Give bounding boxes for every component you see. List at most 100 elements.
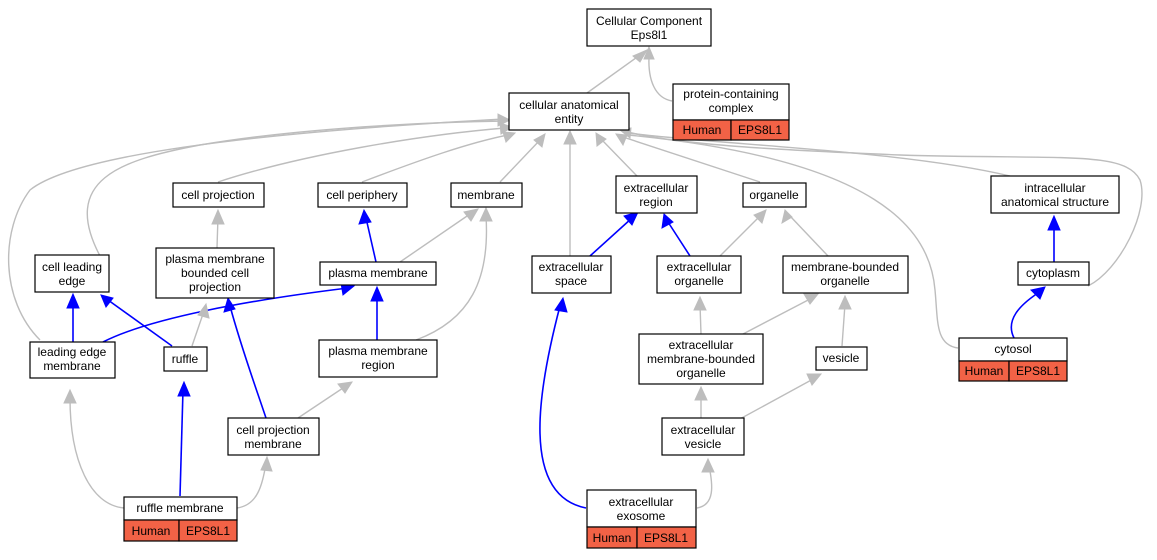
- node-label-line2: membrane: [244, 437, 302, 451]
- edge-exosome-to-exspace: [539, 305, 587, 509]
- arrow-membrane-b: [479, 206, 493, 222]
- node-cell-projection-membrane[interactable]: cell projection membrane: [227, 417, 320, 456]
- arrow-pmboundedproj-blue: [223, 296, 236, 313]
- arrow-pmboundedproj: [197, 302, 210, 319]
- edge-exregion-to-cae: [601, 139, 638, 177]
- gene-label: EPS8L1: [1016, 364, 1060, 378]
- arrowheads: [63, 45, 1061, 473]
- arrow-cellleadingedge-b: [100, 294, 114, 308]
- node-label-line1: ruffle: [172, 352, 199, 366]
- arrow-pmregion: [337, 381, 354, 394]
- node-label-line1: extracellular: [609, 495, 674, 509]
- node-label-line1: extracellular: [667, 260, 732, 274]
- node-label-line1: membrane-bounded: [791, 260, 899, 274]
- node-cellular-anatomical-entity[interactable]: cellular anatomical entity: [508, 92, 630, 131]
- edge-cytoplasm-to-cae: [627, 131, 1143, 287]
- gene-cell: [178, 519, 238, 542]
- edge-complex-to-root: [648, 56, 673, 102]
- node-organelle[interactable]: organelle: [742, 182, 807, 208]
- arrow-cae-b: [499, 122, 514, 135]
- arrow-vesicle: [806, 373, 823, 386]
- edge-rufflemembrane-to-cpmembrane: [236, 463, 267, 509]
- node-plasma-membrane-bounded-cell-projection[interactable]: plasma membrane bounded cell projection: [155, 247, 275, 299]
- node-extracellular-exosome[interactable]: extracellular exosome Human EPS8L1: [586, 489, 697, 549]
- node-leading-edge-membrane[interactable]: leading edge membrane: [29, 341, 116, 379]
- node-cytosol[interactable]: cytosol Human EPS8L1: [958, 337, 1068, 382]
- edge-rufflemembrane-to-ruffle: [179, 389, 184, 497]
- gene-cell: [1008, 360, 1068, 382]
- node-label-line2: bounded cell: [181, 266, 249, 280]
- node-vesicle[interactable]: vesicle: [815, 346, 868, 371]
- species-label: Human: [132, 524, 171, 538]
- node-label-line2: entity: [555, 112, 584, 126]
- edge-intracellular-to-cae: [627, 132, 1011, 177]
- node-cell-projection[interactable]: cell projection: [172, 182, 265, 208]
- node-label-line2: organelle: [820, 274, 870, 288]
- node-label-line2: anatomical structure: [1001, 195, 1109, 209]
- arrow-cae-c: [502, 131, 517, 143]
- node-cellular-component[interactable]: Cellular Component Eps8l1: [586, 8, 712, 47]
- edge-plasmamembrane-to-cellperiphery: [365, 217, 377, 263]
- arrow-cellperiphery: [358, 208, 372, 225]
- arrow-exvesicle: [701, 457, 715, 473]
- edge-cellprojection-to-cae: [217, 127, 506, 183]
- node-extracellular-region[interactable]: extracellular region: [615, 175, 698, 214]
- node-extracellular-organelle[interactable]: extracellular organelle: [656, 255, 742, 294]
- node-label-line1: cell projection: [181, 188, 254, 202]
- node-label-line1: cell periphery: [326, 188, 397, 202]
- node-cell-periphery[interactable]: cell periphery: [317, 182, 408, 208]
- arrow-cpmembrane: [260, 455, 273, 472]
- node-extracellular-membrane-bounded-organelle[interactable]: extracellular membrane-bounded organelle: [638, 333, 764, 385]
- node-ruffle[interactable]: ruffle: [163, 346, 208, 372]
- node-label-line2: membrane: [43, 359, 101, 373]
- node-label-line1: plasma membrane: [328, 266, 428, 280]
- arrow-root-b: [643, 45, 655, 60]
- edge-rufflemembrane-to-lem: [69, 397, 125, 509]
- node-membrane[interactable]: membrane: [450, 182, 523, 208]
- edge-ruffle-to-cellleadingedge: [107, 299, 173, 347]
- node-cell-leading-edge[interactable]: cell leading edge: [34, 254, 110, 293]
- species-label: Human: [683, 123, 722, 137]
- gene-label: EPS8L1: [738, 123, 782, 137]
- species-label: Human: [965, 364, 1004, 378]
- node-extracellular-vesicle[interactable]: extracellular vesicle: [661, 417, 745, 456]
- node-label-line2: Eps8l1: [631, 28, 668, 42]
- node-label-line1: organelle: [749, 188, 799, 202]
- edge-plasmamembrane-to-membrane: [399, 213, 471, 263]
- arrow-ruffle: [177, 380, 191, 397]
- gene-cell: [636, 526, 697, 549]
- node-cytoplasm[interactable]: cytoplasm: [1017, 261, 1090, 286]
- node-label-line1: cell leading: [42, 260, 102, 274]
- edge-cytosol-to-cae: [627, 134, 959, 349]
- node-label-line1: cellular anatomical: [519, 98, 618, 112]
- node-plasma-membrane-region[interactable]: plasma membrane region: [318, 339, 438, 378]
- node-intracellular-anatomical-structure[interactable]: intracellular anatomical structure: [990, 175, 1120, 214]
- node-protein-containing-complex[interactable]: protein-containing complex Human EPS8L1: [672, 83, 790, 141]
- node-label-line1: intracellular: [1024, 181, 1085, 195]
- arrow-exorganelle: [693, 295, 707, 311]
- gene-label: EPS8L1: [644, 531, 688, 545]
- arrow-exregion-b: [661, 213, 674, 229]
- node-label-line1: cytosol: [994, 342, 1031, 356]
- edge-cellperiphery-to-cae: [361, 133, 514, 183]
- node-membrane-bounded-organelle[interactable]: membrane-bounded organelle: [782, 255, 909, 294]
- node-label-line1: protein-containing: [683, 87, 778, 101]
- arrow-cae-d: [533, 133, 546, 148]
- node-label-line1: cytoplasm: [1026, 266, 1080, 280]
- node-label-line1: extracellular: [671, 423, 736, 437]
- node-label-line1: Cellular Component: [596, 14, 703, 28]
- node-label-line1: vesicle: [823, 351, 860, 365]
- arrow-mborganelle-a: [803, 293, 820, 305]
- edge-organelle-to-cae: [625, 137, 761, 183]
- node-plasma-membrane[interactable]: plasma membrane: [319, 261, 437, 286]
- node-label-line1: extracellular: [669, 338, 734, 352]
- node-ruffle-membrane[interactable]: ruffle membrane Human EPS8L1: [123, 496, 238, 542]
- node-extracellular-space[interactable]: extracellular space: [531, 255, 612, 294]
- species-label: Human: [593, 531, 632, 545]
- edge-cellleadingedge-to-cae: [86, 120, 506, 257]
- edge-exorganelle-to-organelle: [719, 215, 761, 257]
- edge-cpmembrane-to-pmregion: [297, 385, 347, 419]
- arrow-root-a: [632, 48, 649, 63]
- arrow-mborganelle-b: [838, 294, 852, 310]
- gene-label: EPS8L1: [186, 524, 230, 538]
